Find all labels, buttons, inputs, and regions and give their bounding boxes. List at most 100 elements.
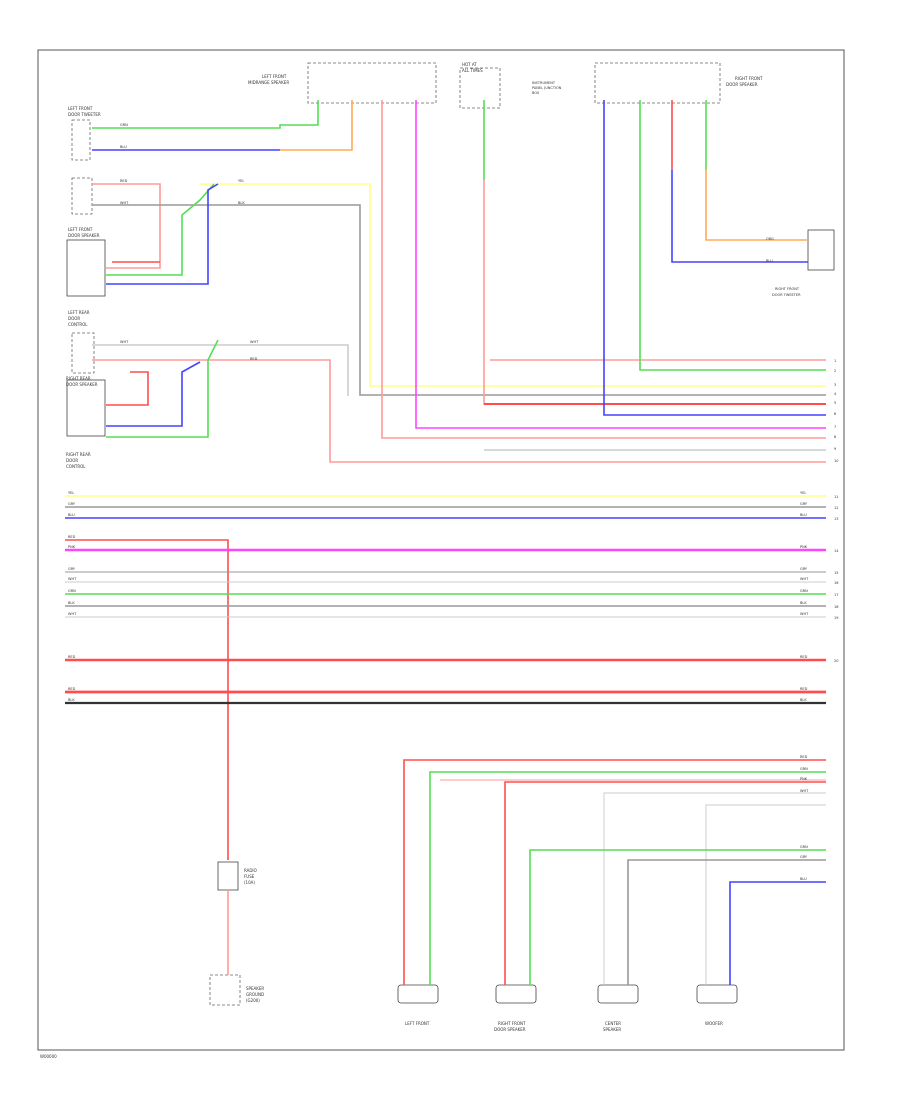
- rr-door-label-2: DOOR: [66, 458, 78, 463]
- rr-door-label-3: CONTROL: [66, 464, 86, 469]
- wire-color-label: BLU: [120, 145, 127, 149]
- lr-door-label-3: CONTROL: [68, 322, 88, 327]
- lf-midrange-speaker: LEFT FRONT MIDRANGE SPEAKER: [248, 62, 437, 104]
- wire-color-label: RED: [800, 687, 808, 691]
- wire-blue-8: [106, 183, 219, 285]
- ground-label-1: SPEAKER: [246, 986, 264, 991]
- wire-yellow-5: [200, 183, 826, 387]
- fuse-label-2: ALL TIMES: [462, 68, 483, 73]
- wire-color-label: RED: [120, 179, 128, 183]
- lf-bottom-speaker: LEFT FRONT: [397, 984, 439, 1026]
- wire-blue-24: [671, 170, 808, 263]
- wire-color-label: PNK: [800, 777, 808, 781]
- wire-color-label: GRN: [800, 845, 808, 849]
- pin-number: 7: [834, 425, 836, 429]
- ground-label-2: GROUND: [246, 992, 264, 997]
- wire-color-label: RED: [250, 357, 258, 361]
- rf-door-label-1: RIGHT FRONT: [735, 76, 763, 81]
- wire-color-label: GRY: [800, 567, 808, 571]
- wire-group: [65, 100, 826, 985]
- lf-door-label-2: DOOR SPEAKER: [68, 233, 100, 238]
- wire-color-label: WHT: [800, 612, 809, 616]
- wire-blue-49: [729, 881, 826, 985]
- ip-fuse-label-2: PANEL JUNCTION: [532, 86, 562, 90]
- lf-tweeter: LEFT FRONT DOOR TWEETER: [68, 106, 101, 161]
- rf-door-label-2: DOOR SPEAKER: [726, 82, 758, 87]
- wire-color-label: YEL: [800, 491, 806, 495]
- wire-color-label: PNK: [68, 545, 76, 549]
- rf-door-speaker: RIGHT FRONT DOOR SPEAKER: [594, 62, 763, 104]
- rf-tweeter-label-2: DOOR TWEETER: [772, 293, 801, 297]
- wire-blue-12: [106, 361, 201, 427]
- wire-color-label: WHT: [68, 612, 77, 616]
- wire-color-label: BLK: [68, 698, 75, 702]
- wire-color-label: BLK: [800, 698, 807, 702]
- rf-tweeter-label-1: RIGHT FRONT: [775, 287, 800, 291]
- wire-orange-26: [705, 170, 808, 241]
- wire-color-label: GRY: [68, 502, 76, 506]
- pin-number: 4: [834, 392, 837, 396]
- radio-fuse: RADIO FUSE (10A): [217, 861, 257, 891]
- wire-lightgray-45: [603, 792, 826, 985]
- wire-color-label: GRN: [800, 589, 808, 593]
- radio-fuse-label-2: FUSE: [244, 874, 255, 879]
- wire-color-label: GRY: [800, 855, 808, 859]
- lf-bottom-label: LEFT FRONT: [405, 1021, 430, 1026]
- wire-red-30: [65, 539, 229, 860]
- pin-number: 9: [834, 447, 836, 451]
- lr-door-label-1: LEFT REAR: [68, 310, 90, 315]
- rr-door-speaker: RIGHT REAR DOOR SPEAKER RIGHT REAR DOOR …: [66, 376, 106, 469]
- wire-green-47: [529, 849, 826, 985]
- pin-number: 12: [834, 506, 838, 510]
- ip-fuse-label-1: INSTRUMENT: [532, 81, 556, 85]
- lr-door-control: LEFT REAR DOOR CONTROL: [68, 310, 95, 374]
- wire-color-label: BLK: [68, 601, 75, 605]
- pin-number: 15: [834, 571, 838, 575]
- wire-color-label: BLK: [800, 601, 807, 605]
- center-bottom-label-1: CENTER: [605, 1021, 621, 1026]
- lr-door-label-2: DOOR: [68, 316, 80, 321]
- wire-color-label: WHT: [800, 789, 809, 793]
- lf-tweeter-label-1: LEFT FRONT: [68, 106, 93, 111]
- wire-color-label: PNK: [800, 545, 808, 549]
- pin-number: 5: [834, 401, 836, 405]
- wire-color-label: WHT: [120, 340, 129, 344]
- wire-blue-21: [603, 100, 826, 416]
- wire-color-label: YEL: [238, 179, 244, 183]
- lf-tweeter-label-2: DOOR TWEETER: [68, 112, 101, 117]
- pin-number: 19: [834, 616, 838, 620]
- radio-fuse-label-1: RADIO: [244, 868, 257, 873]
- speaker-ground: SPEAKER GROUND (G200): [209, 974, 264, 1006]
- wire-color-label: WHT: [120, 201, 129, 205]
- wire-color-label: YEL: [68, 491, 74, 495]
- wire-green-0: [92, 100, 319, 129]
- wire-color-label: GRN: [68, 589, 76, 593]
- center-bottom-speaker: CENTER SPEAKER: [597, 984, 639, 1032]
- wire-color-label: GRY: [800, 502, 808, 506]
- diagram-code: W00000: [40, 1054, 57, 1059]
- wire-color-label: BLU: [766, 259, 773, 263]
- pin-number: 3: [834, 383, 836, 387]
- lf-door-speaker: LEFT FRONT DOOR SPEAKER: [66, 177, 106, 297]
- wire-pink-10: [92, 359, 826, 463]
- rf-bottom-speaker: RIGHT FRONT DOOR SPEAKER: [494, 984, 537, 1032]
- wire-lightgray-9: [92, 344, 349, 396]
- wire-color-label: BLU: [800, 877, 807, 881]
- wire-color-label: WHT: [800, 577, 809, 581]
- woofer-bottom-speaker: WOOFER: [696, 984, 738, 1026]
- wire-color-label: GRN: [120, 123, 128, 127]
- rr-door-spk-label-2: DOOR SPEAKER: [66, 382, 98, 387]
- wire-green-13: [106, 339, 219, 438]
- wire-color-label: RED: [68, 535, 76, 539]
- wire-color-label: RED: [68, 655, 76, 659]
- wire-pink-3: [92, 183, 161, 269]
- wire-red-41: [403, 759, 826, 985]
- wire-color-label: WHT: [250, 340, 259, 344]
- wire-color-label: RED: [800, 755, 808, 759]
- wire-color-label: WHT: [68, 577, 77, 581]
- wire-color-label: BLK: [238, 201, 245, 205]
- diagram-frame: [37, 49, 845, 1051]
- fuse-block: HOT AT ALL TIMES INSTRUMENT PANEL JUNCTI…: [459, 62, 562, 109]
- pin-number: 16: [834, 581, 838, 585]
